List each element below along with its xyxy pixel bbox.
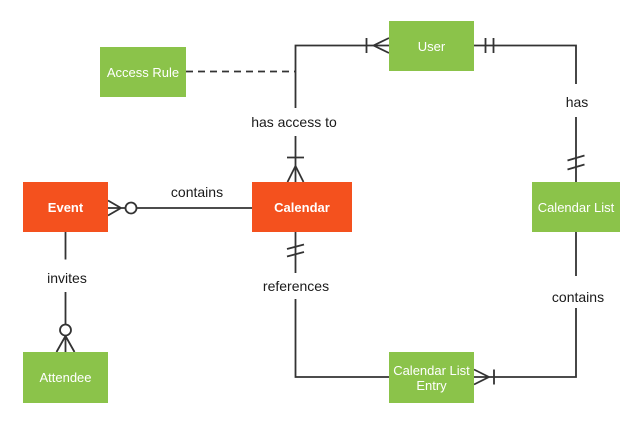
entity-user[interactable]: User bbox=[389, 21, 474, 71]
cardinality-one-or-many-icon bbox=[473, 368, 495, 386]
relationship-label-has: has bbox=[551, 94, 603, 110]
cardinality-zero-or-many-icon bbox=[55, 323, 76, 353]
entity-calendar-list-entry[interactable]: Calendar List Entry bbox=[389, 352, 474, 403]
entity-label: Attendee bbox=[39, 370, 92, 385]
connector-user-has-calendar-list bbox=[474, 38, 585, 182]
entity-calendar[interactable]: Calendar bbox=[252, 182, 352, 232]
cardinality-one-and-only-one-icon bbox=[484, 38, 495, 53]
entity-label: Calendar List Entry bbox=[393, 362, 470, 393]
cardinality-one-or-many-icon bbox=[365, 37, 390, 54]
entity-event[interactable]: Event bbox=[23, 182, 108, 232]
cardinality-one-and-only-one-icon bbox=[286, 243, 305, 258]
entity-label: Event bbox=[47, 199, 84, 215]
relationship-label-has-access-to: has access to bbox=[240, 114, 348, 130]
connector-calendar-list-contains-entry bbox=[473, 232, 577, 386]
relationship-label-contains: contains bbox=[161, 184, 233, 200]
connector-event-contains-calendar bbox=[107, 199, 252, 217]
entity-label: Calendar List bbox=[537, 199, 615, 215]
entity-access-rule[interactable]: Access Rule bbox=[100, 47, 186, 97]
entity-label: Access Rule bbox=[106, 64, 180, 80]
cardinality-one-or-many-icon bbox=[286, 156, 305, 183]
relationship-label-invites: invites bbox=[31, 270, 103, 286]
connector-event-invites-attendee bbox=[55, 232, 76, 353]
entity-label: Calendar bbox=[274, 199, 330, 215]
connector-calendar-references-entry bbox=[286, 232, 389, 378]
relationship-label-contains-2: contains bbox=[542, 289, 614, 305]
connector-calendar-has-access-to-user bbox=[286, 37, 390, 183]
entity-attendee[interactable]: Attendee bbox=[23, 352, 108, 403]
entity-label: User bbox=[417, 38, 446, 54]
cardinality-one-and-only-one-icon bbox=[567, 154, 585, 171]
entity-calendar-list[interactable]: Calendar List bbox=[532, 182, 620, 232]
cardinality-zero-or-many-icon bbox=[107, 199, 138, 217]
relationship-label-references: references bbox=[255, 278, 337, 294]
